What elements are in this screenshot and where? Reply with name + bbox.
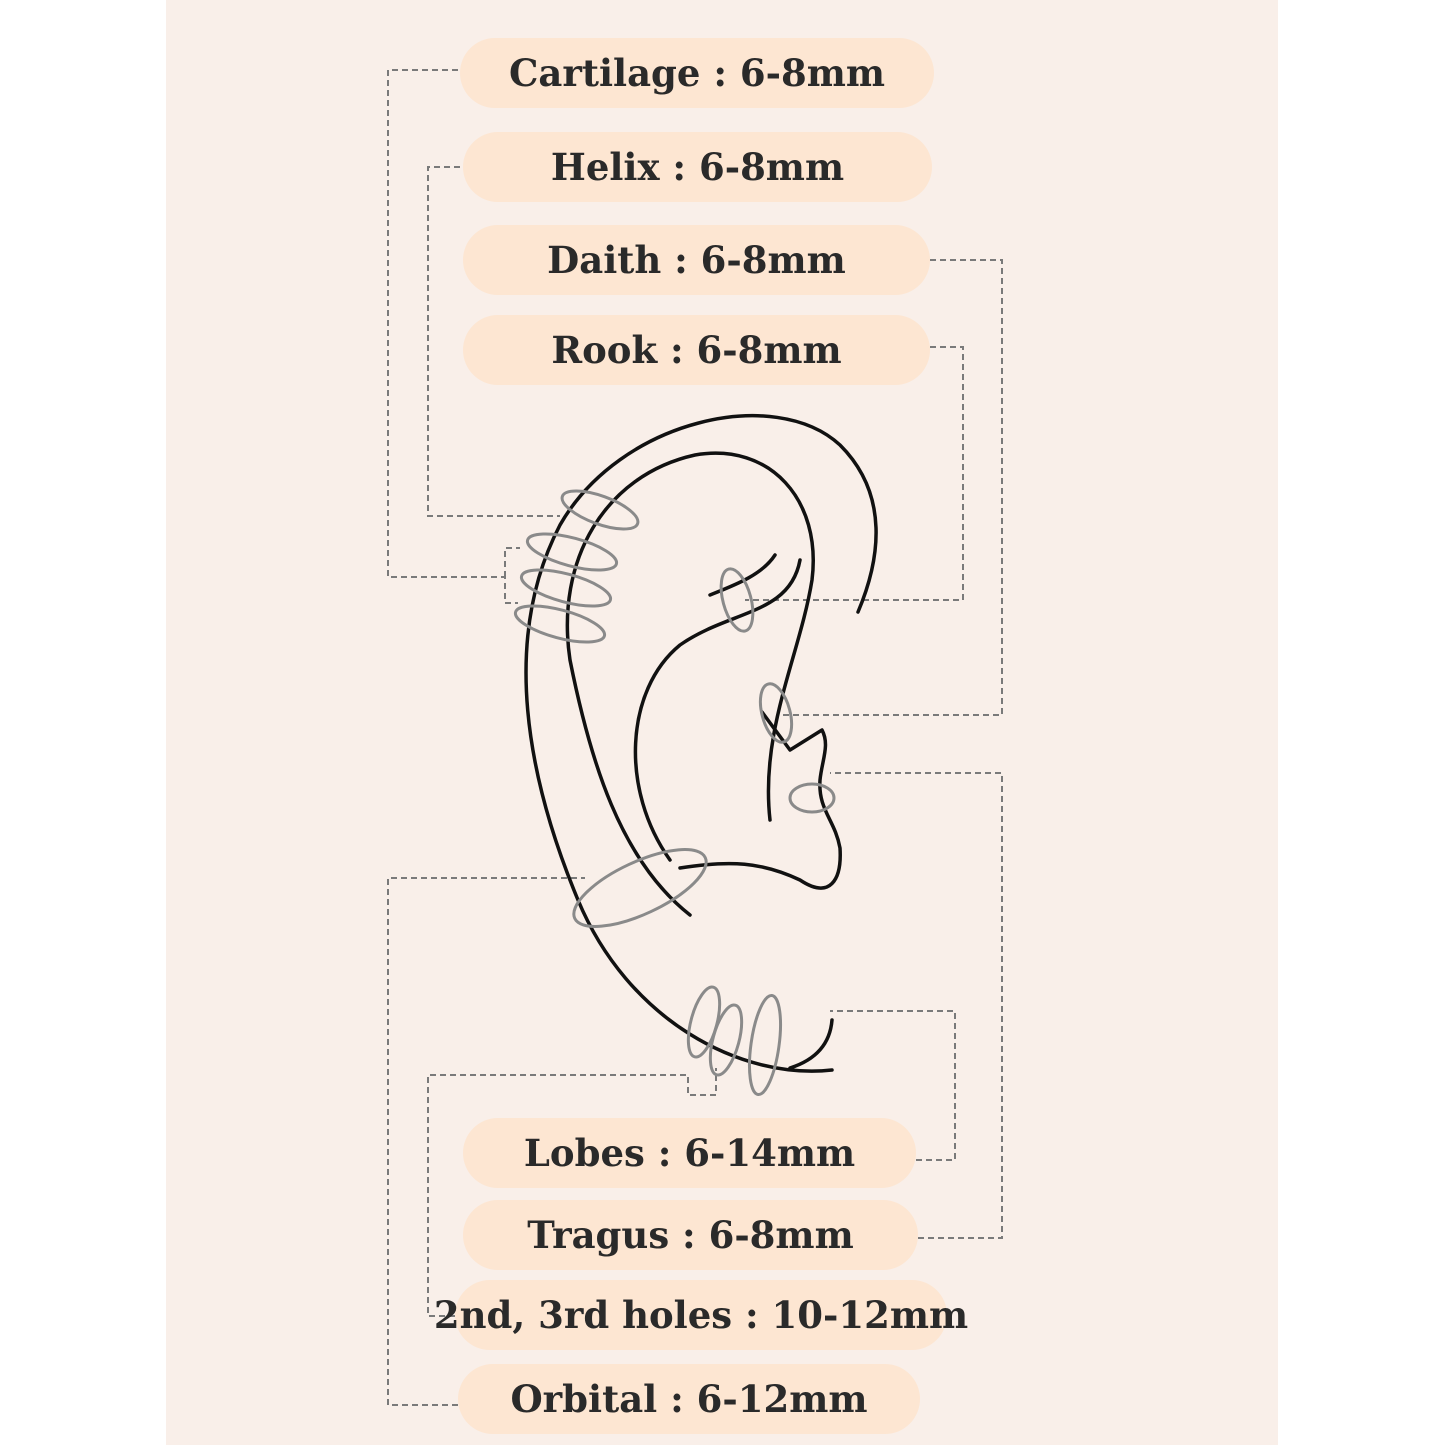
ring [513, 604, 607, 644]
leader-helix [427, 166, 560, 517]
label-daith: Daith : 6-8mm [463, 225, 930, 295]
label-cartilage-text: Cartilage : 6-8mm [508, 51, 886, 95]
orbital-ring [572, 848, 708, 928]
label-helix-text: Helix : 6-8mm [550, 145, 845, 189]
label-lobes: Lobes : 6-14mm [463, 1118, 916, 1188]
leader-rook [745, 346, 964, 601]
leader-cartilage [387, 69, 520, 604]
label-orbital: Orbital : 6-12mm [458, 1364, 920, 1434]
ear-concha-upper [708, 553, 777, 597]
label-cartilage: Cartilage : 6-8mm [460, 38, 934, 108]
leader-tragus [830, 772, 1003, 1239]
daith-ring [758, 682, 794, 744]
ear-antihelix [565, 451, 815, 917]
label-rook-text: Rook : 6-8mm [551, 328, 842, 372]
ear-inner-fold [633, 558, 802, 862]
leader-orbital [387, 877, 585, 1406]
label-lobes-text: Lobes : 6-14mm [523, 1131, 856, 1175]
rook-ring [719, 567, 755, 633]
label-orbital-text: Orbital : 6-12mm [510, 1377, 868, 1421]
ring [519, 568, 613, 608]
label-daith-text: Daith : 6-8mm [547, 238, 846, 282]
cartilage-rings [513, 532, 619, 644]
ring [747, 993, 783, 1097]
leader-daith [778, 259, 1003, 716]
helix-ring [560, 489, 640, 531]
label-second-third-holes: 2nd, 3rd holes : 10-12mm [434, 1280, 968, 1350]
ring [708, 1003, 744, 1077]
leader-lines [387, 69, 1003, 1406]
label-tragus: Tragus : 6-8mm [463, 1200, 918, 1270]
lobe-rings [686, 985, 783, 1097]
leader-holes [427, 1068, 717, 1317]
label-helix: Helix : 6-8mm [463, 132, 932, 202]
ring [525, 532, 619, 572]
label-second-third-holes-text: 2nd, 3rd holes : 10-12mm [433, 1293, 969, 1337]
ear-tragus [678, 710, 842, 890]
leader-lobes [830, 1010, 956, 1161]
tragus-ring [788, 782, 836, 814]
piercing-rings [513, 489, 836, 1097]
ear-lobe-tail [788, 1018, 834, 1070]
label-tragus-text: Tragus : 6-8mm [527, 1213, 854, 1257]
label-rook: Rook : 6-8mm [463, 315, 930, 385]
